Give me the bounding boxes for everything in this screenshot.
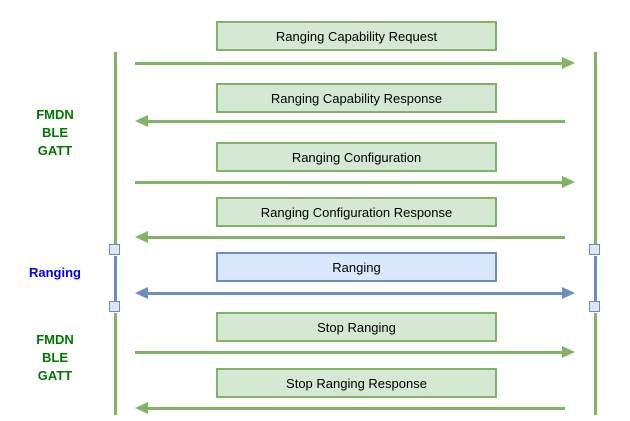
arrow-head-right-icon <box>562 176 575 188</box>
arrow-head-right-icon <box>562 287 575 299</box>
activation-marker-right-bottom <box>589 301 600 312</box>
arrow-shaft <box>146 291 564 295</box>
message-box-ranging-capability-response: Ranging Capability Response <box>216 83 497 113</box>
arrow-shaft <box>135 180 565 184</box>
arrow-shaft <box>146 235 565 239</box>
message-box-ranging-configuration: Ranging Configuration <box>216 142 497 172</box>
message-label: Ranging Configuration <box>291 149 422 165</box>
lifeline-left-lower <box>114 313 117 415</box>
message-label: Stop Ranging Response <box>286 375 427 391</box>
section-label-line: BLE <box>42 125 68 140</box>
arrow-head-left-icon <box>135 231 148 243</box>
arrow-bidirectional-ranging <box>135 287 575 299</box>
message-label: Ranging Capability Request <box>275 28 438 44</box>
section-label-line: GATT <box>37 143 73 158</box>
activation-marker-right-top <box>589 244 600 255</box>
section-label-line: FMDN <box>36 107 74 122</box>
activation-marker-left-top <box>109 244 120 255</box>
arrow-shaft <box>135 61 565 65</box>
activation-marker-left-bottom <box>109 301 120 312</box>
section-label-line: Ranging <box>29 265 81 280</box>
message-label: Stop Ranging <box>317 319 396 335</box>
message-label: Ranging Configuration Response <box>260 204 453 220</box>
message-label: Ranging Capability Response <box>270 90 443 106</box>
arrow-left-stop-ranging-response <box>135 402 575 414</box>
arrow-right-ranging-configuration <box>135 176 575 188</box>
arrow-shaft <box>146 406 565 410</box>
arrow-right-ranging-capability-request <box>135 57 575 69</box>
message-box-ranging: Ranging <box>216 252 497 282</box>
arrow-head-right-icon <box>562 346 575 358</box>
arrow-head-left-icon <box>135 287 148 299</box>
lifeline-right-lower <box>594 313 597 415</box>
message-box-ranging-capability-request: Ranging Capability Request <box>216 21 497 51</box>
message-box-stop-ranging-response: Stop Ranging Response <box>216 368 497 398</box>
section-label-fmdn-ble-gatt-bottom: FMDN BLE GATT <box>10 331 100 385</box>
arrow-shaft <box>146 119 565 123</box>
activation-bar-right <box>594 256 597 301</box>
activation-bar-left <box>114 256 117 301</box>
section-label-line: GATT <box>37 368 73 383</box>
section-label-ranging: Ranging <box>10 264 100 282</box>
lifeline-left-upper <box>114 52 117 244</box>
arrow-left-ranging-configuration-response <box>135 231 575 243</box>
section-label-line: FMDN <box>36 332 74 347</box>
section-label-line: BLE <box>42 350 68 365</box>
arrow-right-stop-ranging <box>135 346 575 358</box>
message-label: Ranging <box>332 259 381 275</box>
lifeline-right-upper <box>594 52 597 244</box>
arrow-head-left-icon <box>135 115 148 127</box>
message-box-ranging-configuration-response: Ranging Configuration Response <box>216 197 497 227</box>
message-box-stop-ranging: Stop Ranging <box>216 312 497 342</box>
arrow-head-left-icon <box>135 402 148 414</box>
arrow-shaft <box>135 350 565 354</box>
arrow-left-ranging-capability-response <box>135 115 575 127</box>
section-label-fmdn-ble-gatt-top: FMDN BLE GATT <box>10 106 100 160</box>
arrow-head-right-icon <box>562 57 575 69</box>
